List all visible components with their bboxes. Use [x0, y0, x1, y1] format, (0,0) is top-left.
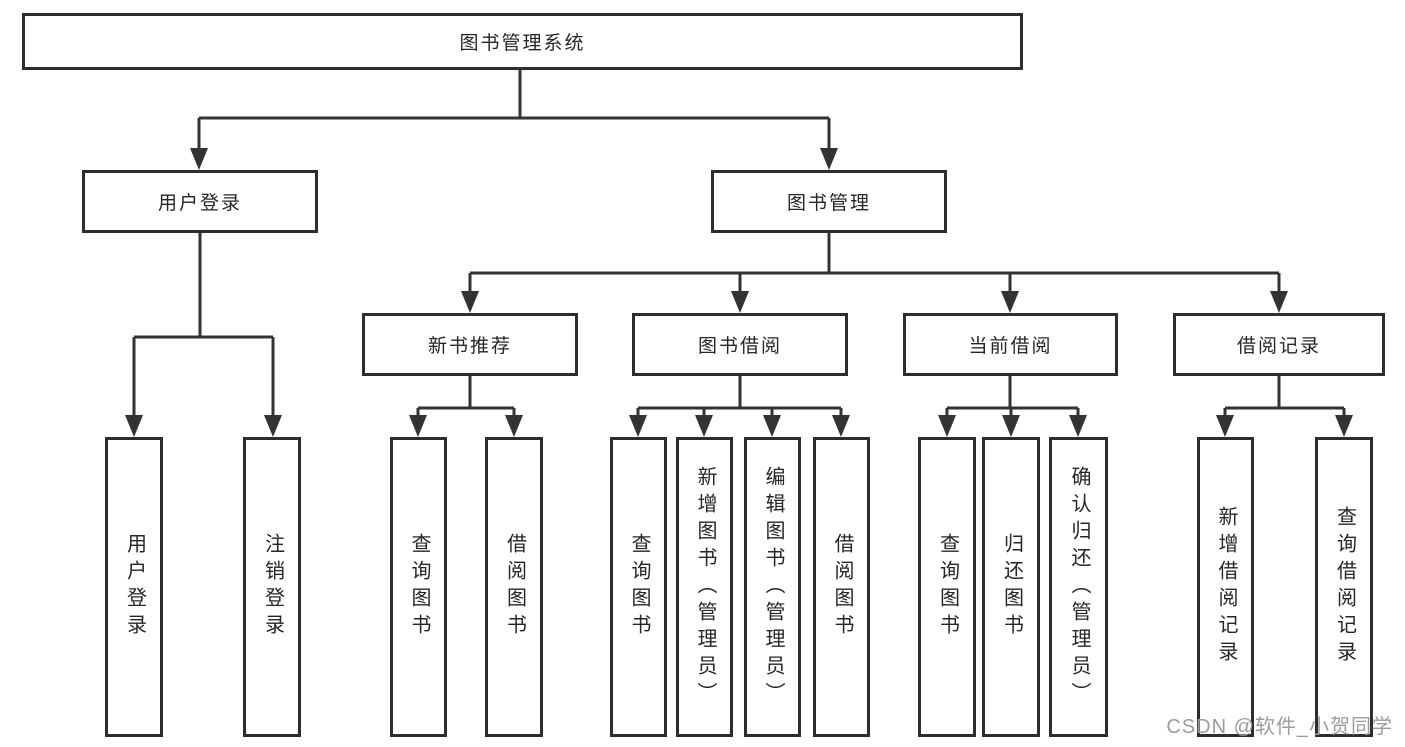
node-library-management-system: 图书管理系统 [22, 13, 1023, 70]
edge-management-to-level3 [468, 233, 1281, 293]
edge-book-borrow-children [636, 376, 843, 417]
arrow-down-icon [190, 148, 208, 170]
node-label: 查询借阅记录 [1333, 506, 1356, 668]
node-borrow-records: 借阅记录 [1173, 313, 1385, 376]
node-label: 借阅图书 [831, 533, 853, 641]
edge-root-to-level2 [197, 70, 831, 150]
node-label: 图书管理 [786, 193, 871, 214]
arrow-down-icon [125, 415, 143, 437]
arrow-down-icon [264, 415, 282, 437]
leaf-logout: 注销登录 [243, 437, 301, 737]
csdn-watermark: CSDN @软件_小贺同学 [1166, 716, 1393, 738]
node-label: 编辑图书（管理员） [762, 465, 784, 709]
leaf-query-books-borrow: 查询图书 [610, 437, 667, 737]
node-new-book-recommend: 新书推荐 [362, 313, 578, 376]
node-user-login: 用户登录 [82, 170, 318, 233]
arrow-down-icon [505, 415, 523, 437]
node-label: 新书推荐 [427, 336, 512, 357]
arrow-down-icon [820, 148, 838, 170]
arrow-down-icon [832, 415, 850, 437]
edge-new-book-children [416, 376, 516, 417]
arrow-down-icon [409, 415, 427, 437]
arrow-down-icon [1001, 291, 1019, 313]
node-label: 图书借阅 [697, 336, 782, 357]
arrow-down-icon [1069, 415, 1087, 437]
node-label: 注销登录 [261, 533, 284, 641]
leaf-query-books-current: 查询图书 [918, 437, 976, 737]
arrow-down-icon [763, 415, 781, 437]
node-book-management: 图书管理 [711, 170, 947, 233]
leaf-confirm-return-admin: 确认归还（管理员） [1049, 437, 1108, 737]
node-label: 借阅图书 [503, 533, 526, 641]
arrow-down-icon [461, 291, 479, 313]
node-label: 查询图书 [408, 533, 430, 641]
leaf-return-books: 归还图书 [982, 437, 1040, 737]
node-label: 新增图书（管理员） [694, 465, 716, 709]
node-current-borrow: 当前借阅 [903, 313, 1118, 376]
leaf-add-borrow-record: 新增借阅记录 [1197, 437, 1254, 737]
node-label: 查询图书 [628, 533, 650, 641]
leaf-add-books-admin: 新增图书（管理员） [676, 437, 733, 737]
leaf-query-books-recommend: 查询图书 [390, 437, 447, 737]
arrow-down-icon [695, 415, 713, 437]
node-label: 确认归还（管理员） [1068, 465, 1090, 709]
node-book-borrow: 图书借阅 [632, 313, 848, 376]
node-label: 查询图书 [936, 533, 959, 641]
node-label: 用户登录 [157, 193, 242, 214]
node-label: 借阅记录 [1236, 336, 1321, 357]
edge-user-login-children [132, 233, 275, 417]
arrow-down-icon [731, 291, 749, 313]
node-label: 图书管理系统 [459, 33, 586, 54]
leaf-borrow-books-recommend: 借阅图书 [485, 437, 543, 737]
node-label: 用户登录 [123, 533, 146, 641]
arrow-down-icon [1270, 291, 1288, 313]
node-label: 归还图书 [1000, 533, 1023, 641]
leaf-user-login: 用户登录 [105, 437, 163, 737]
arrow-down-icon [1216, 415, 1234, 437]
arrow-down-icon [1002, 415, 1020, 437]
node-label: 当前借阅 [968, 336, 1053, 357]
leaf-edit-books-admin: 编辑图书（管理员） [744, 437, 801, 737]
edge-current-borrow-children [945, 376, 1080, 417]
leaf-query-borrow-record: 查询借阅记录 [1315, 437, 1373, 737]
arrow-down-icon [1335, 415, 1353, 437]
arrow-down-icon [629, 415, 647, 437]
arrow-down-icon [938, 415, 956, 437]
node-label: 新增借阅记录 [1215, 506, 1237, 668]
edge-borrow-records-children [1223, 376, 1346, 417]
leaf-borrow-books: 借阅图书 [813, 437, 870, 737]
